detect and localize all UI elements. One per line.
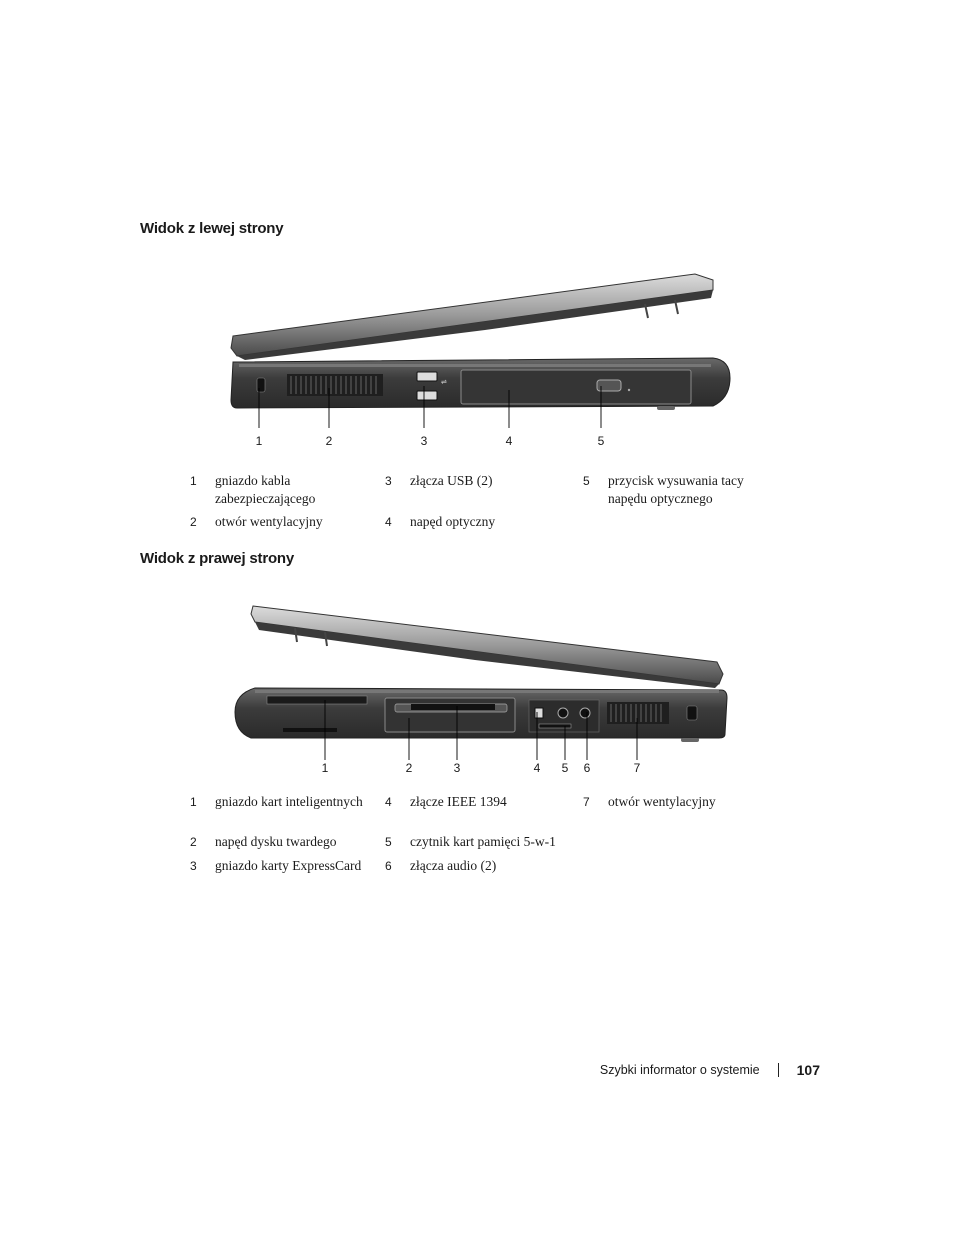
- legend-label: złącza audio (2): [410, 858, 497, 873]
- expresscard-slot-icon: [411, 704, 495, 710]
- security-slot-icon: [256, 377, 266, 393]
- callout-1: 1: [255, 434, 263, 448]
- legend-label: napęd dysku twardego: [215, 834, 337, 849]
- legend-number: 7: [583, 795, 590, 809]
- legend-number: 4: [385, 795, 392, 809]
- lid: [250, 605, 724, 685]
- left-view-heading: Widok z lewej strony: [140, 220, 284, 237]
- audio-jack-icon: [557, 707, 569, 719]
- legend-number: 1: [190, 795, 197, 809]
- footer-section-title: Szybki informator o systemie: [599, 1063, 760, 1077]
- legend-label: gniazdo kart inteligentnych: [215, 794, 363, 809]
- svg-text:⇌: ⇌: [441, 378, 447, 386]
- callout-6: 6: [583, 761, 591, 775]
- legend-label: otwór wentylacyjny: [608, 794, 716, 809]
- legend-label: czytnik kart pamięci 5-w-1: [410, 834, 556, 849]
- right-view-legend: 1 gniazdo kart inteligentnych 2 napęd dy…: [190, 793, 780, 879]
- legend-label: gniazdo kabla zabezpieczającego: [215, 473, 316, 506]
- ieee1394-port-icon: [534, 707, 544, 719]
- callout-3: 3: [420, 434, 428, 448]
- vent-icon: [287, 374, 383, 396]
- legend-number: 3: [385, 474, 392, 488]
- left-view-legend: 1 gniazdo kabla zabezpieczającego 2 otwó…: [190, 472, 780, 534]
- smart-card-slot-icon: [266, 695, 368, 705]
- page-number: 107: [796, 1062, 820, 1078]
- lid: [230, 273, 714, 357]
- legend-number: 1: [190, 474, 197, 488]
- vent-icon: [607, 702, 669, 724]
- footer-divider: [777, 1063, 779, 1077]
- callout-2: 2: [325, 434, 333, 448]
- legend-label: przycisk wysuwania tacy napędu optyczneg…: [608, 473, 744, 506]
- laptop-left-side-drawing: ⇌: [230, 273, 731, 428]
- callout-2: 2: [405, 761, 413, 775]
- hard-drive-icon: [384, 697, 516, 733]
- ports-panel: [528, 699, 600, 733]
- callout-4: 4: [533, 761, 541, 775]
- callout-5: 5: [597, 434, 605, 448]
- legend-label: złącza USB (2): [410, 473, 493, 488]
- usb-ports-icon: ⇌: [416, 371, 447, 401]
- callout-5: 5: [561, 761, 569, 775]
- callout-1: 1: [321, 761, 329, 775]
- legend-number: 2: [190, 835, 197, 849]
- legend-number: 2: [190, 515, 197, 529]
- page-footer: Szybki informator o systemie 107: [600, 1062, 820, 1078]
- right-view-heading: Widok z prawej strony: [140, 550, 295, 567]
- legend-number: 4: [385, 515, 392, 529]
- legend-label: złącze IEEE 1394: [410, 794, 507, 809]
- legend-label: napęd optyczny: [410, 514, 496, 529]
- laptop-right-side-drawing: [234, 605, 728, 760]
- audio-jack-icon: [579, 707, 591, 719]
- left-side-illustration: ⇌: [225, 268, 740, 428]
- callout-3: 3: [453, 761, 461, 775]
- right-side-illustration: [225, 600, 740, 760]
- legend-label: otwór wentylacyjny: [215, 514, 323, 529]
- legend-number: 5: [583, 474, 590, 488]
- legend-number: 6: [385, 859, 392, 873]
- callout-7: 7: [633, 761, 641, 775]
- optical-drive-icon: [460, 369, 692, 405]
- legend-number: 5: [385, 835, 392, 849]
- legend-label: gniazdo karty ExpressCard: [215, 858, 362, 873]
- legend-number: 3: [190, 859, 197, 873]
- memory-card-reader-icon: [538, 723, 572, 729]
- callout-4: 4: [505, 434, 513, 448]
